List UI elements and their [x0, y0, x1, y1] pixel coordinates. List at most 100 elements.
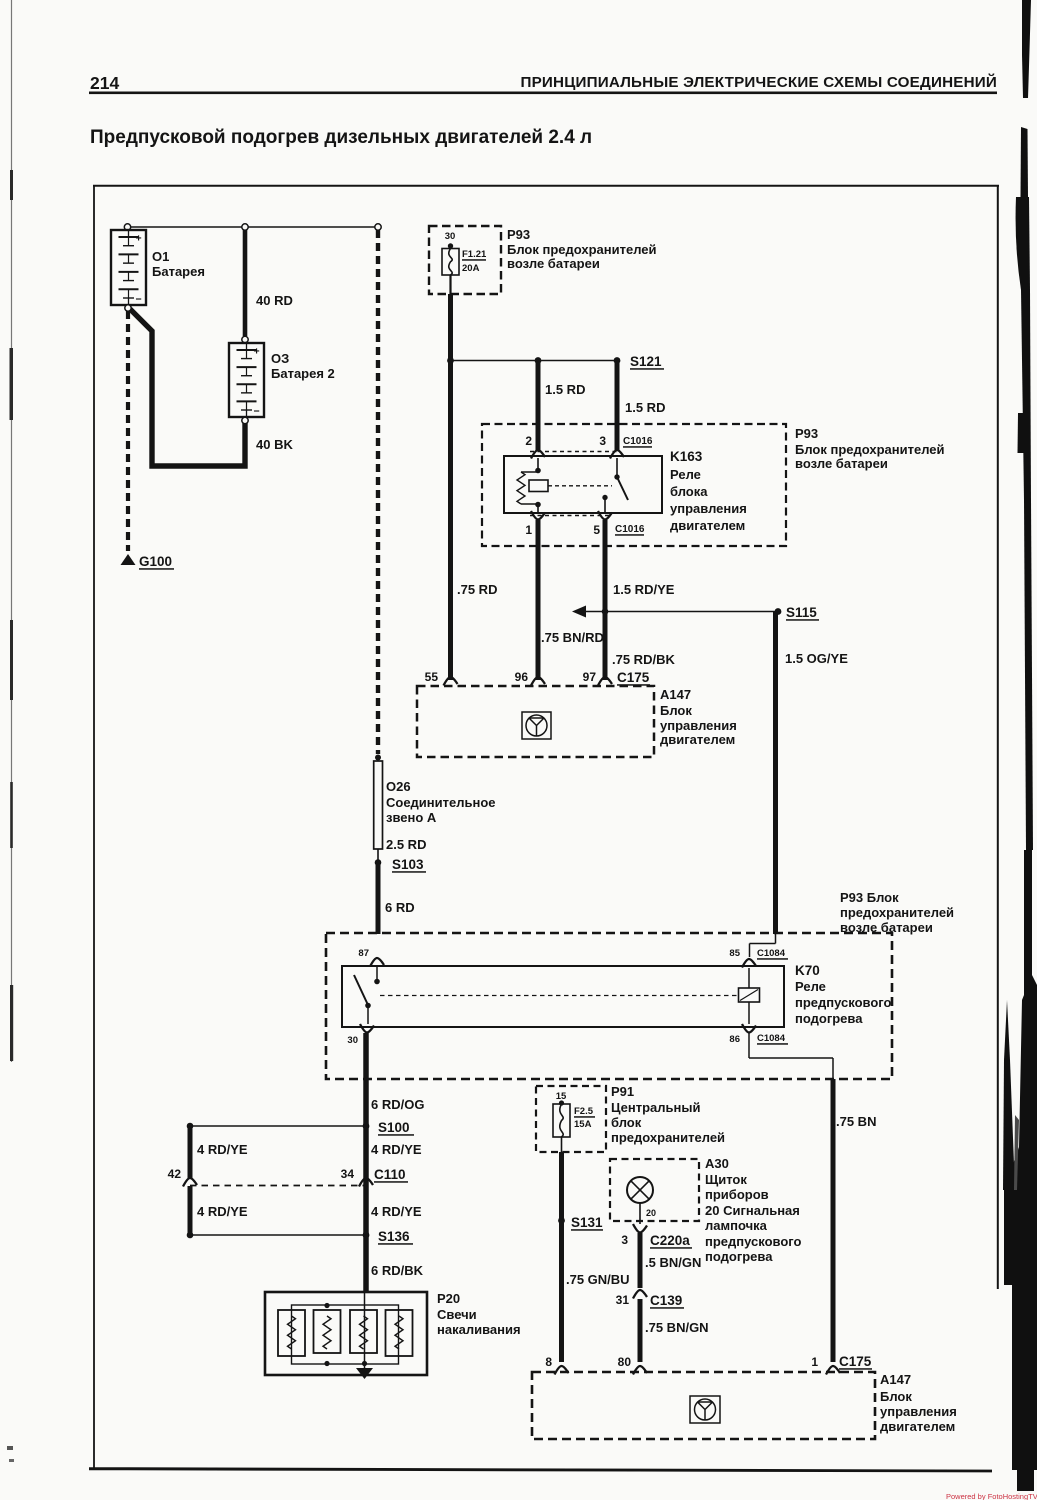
- svg-text:возле батареи: возле батареи: [840, 920, 933, 935]
- svg-text:4 RD/YE: 4 RD/YE: [371, 1142, 422, 1157]
- svg-text:30: 30: [445, 231, 456, 242]
- svg-text:ОЗ: ОЗ: [271, 351, 289, 366]
- svg-text:G100: G100: [139, 554, 172, 569]
- svg-text:Центральный: Центральный: [611, 1100, 700, 1115]
- svg-text:C110: C110: [374, 1167, 406, 1182]
- svg-text:C1084: C1084: [757, 1033, 786, 1044]
- svg-text:.75 GN/BU: .75 GN/BU: [566, 1272, 630, 1287]
- svg-text:85: 85: [729, 948, 740, 959]
- svg-text:подогрева: подогрева: [705, 1249, 773, 1264]
- svg-text:O1: O1: [152, 249, 169, 264]
- svg-text:S121: S121: [630, 354, 662, 369]
- svg-text:−: −: [254, 406, 260, 418]
- svg-text:C220a: C220a: [650, 1233, 690, 1248]
- svg-text:34: 34: [341, 1167, 355, 1181]
- svg-text:31: 31: [616, 1293, 630, 1307]
- svg-text:15: 15: [556, 1091, 567, 1102]
- svg-text:C175: C175: [839, 1354, 872, 1369]
- svg-text:O26: O26: [386, 779, 411, 794]
- svg-text:+: +: [136, 233, 142, 245]
- svg-text:P93: P93: [795, 426, 818, 441]
- svg-text:возле батареи: возле батареи: [507, 256, 600, 271]
- svg-text:−: −: [136, 294, 142, 306]
- svg-text:Блок: Блок: [880, 1389, 912, 1404]
- svg-text:А30: А30: [705, 1156, 729, 1171]
- svg-text:+: +: [254, 346, 260, 358]
- svg-text:предпускового: предпускового: [705, 1234, 802, 1249]
- svg-text:40 BK: 40 BK: [256, 437, 293, 452]
- svg-text:3: 3: [599, 434, 606, 448]
- svg-text:1.5 OG/YE: 1.5 OG/YE: [785, 651, 848, 666]
- svg-text:5: 5: [593, 523, 600, 537]
- svg-text:подогрева: подогрева: [795, 1011, 863, 1026]
- svg-text:20 Сигнальная: 20 Сигнальная: [705, 1203, 800, 1218]
- svg-text:предохранителей: предохранителей: [840, 905, 954, 920]
- svg-text:Батарея 2: Батарея 2: [271, 366, 335, 381]
- svg-text:A147: A147: [660, 687, 691, 702]
- svg-text:2.5 RD: 2.5 RD: [386, 837, 426, 852]
- svg-text:1: 1: [525, 523, 532, 537]
- svg-text:приборов: приборов: [705, 1187, 769, 1202]
- svg-text:Батарея: Батарея: [152, 264, 205, 279]
- svg-text:.5 BN/GN: .5 BN/GN: [645, 1255, 701, 1270]
- svg-text:214: 214: [90, 73, 119, 93]
- svg-text:6 RD/OG: 6 RD/OG: [371, 1097, 424, 1112]
- svg-text:блок: блок: [611, 1115, 642, 1130]
- svg-text:.75 BN/GN: .75 BN/GN: [645, 1320, 709, 1335]
- svg-text:6 RD: 6 RD: [385, 900, 415, 915]
- svg-text:30: 30: [347, 1035, 358, 1046]
- svg-text:42: 42: [168, 1167, 182, 1181]
- svg-text:1.5 RD/YE: 1.5 RD/YE: [613, 582, 675, 597]
- svg-text:.75 BN/RD: .75 BN/RD: [541, 630, 604, 645]
- svg-text:20A: 20A: [462, 263, 480, 274]
- svg-text:Предпусковой подогрев дизельны: Предпусковой подогрев дизельных двигател…: [90, 127, 592, 148]
- svg-text:K70: K70: [795, 963, 820, 978]
- svg-text:S115: S115: [786, 605, 817, 620]
- svg-text:P20: P20: [437, 1291, 460, 1306]
- svg-text:55: 55: [425, 670, 439, 684]
- svg-text:C1016: C1016: [623, 436, 653, 447]
- svg-text:C139: C139: [650, 1293, 682, 1308]
- svg-text:Реле: Реле: [795, 979, 826, 994]
- svg-text:3: 3: [621, 1233, 628, 1247]
- svg-text:96: 96: [515, 670, 529, 684]
- svg-text:управления: управления: [670, 501, 747, 516]
- svg-text:Блок: Блок: [660, 703, 692, 718]
- svg-text:40 RD: 40 RD: [256, 293, 293, 308]
- svg-text:P93: P93: [507, 227, 530, 242]
- svg-text:возле батареи: возле батареи: [795, 456, 888, 471]
- svg-text:P91: P91: [611, 1084, 634, 1099]
- svg-text:двигателем: двигателем: [670, 518, 745, 533]
- svg-text:87: 87: [358, 948, 369, 959]
- svg-text:1: 1: [811, 1355, 818, 1369]
- svg-text:1.5 RD: 1.5 RD: [545, 382, 585, 397]
- svg-text:1.5 RD: 1.5 RD: [625, 400, 665, 415]
- svg-text:.75 RD/BK: .75 RD/BK: [612, 652, 675, 667]
- svg-text:S131: S131: [571, 1215, 603, 1230]
- svg-text:накаливания: накаливания: [437, 1322, 521, 1337]
- svg-text:20: 20: [646, 1208, 656, 1218]
- svg-text:S100: S100: [378, 1120, 410, 1135]
- svg-text:двигателем: двигателем: [660, 732, 735, 747]
- svg-text:C1084: C1084: [757, 948, 786, 959]
- svg-text:Свечи: Свечи: [437, 1307, 477, 1322]
- svg-text:Щиток: Щиток: [705, 1172, 747, 1187]
- svg-text:8: 8: [545, 1355, 552, 1369]
- svg-text:лампочка: лампочка: [705, 1218, 768, 1233]
- svg-text:K163: K163: [670, 449, 703, 464]
- svg-text:P93 Блок: P93 Блок: [840, 890, 899, 905]
- svg-text:звено А: звено А: [386, 810, 437, 825]
- svg-text:предпускового: предпускового: [795, 995, 892, 1010]
- svg-text:Соединительное: Соединительное: [386, 795, 496, 810]
- svg-text:F2.5: F2.5: [574, 1106, 594, 1117]
- svg-text:управления: управления: [660, 718, 737, 733]
- svg-text:A147: A147: [880, 1372, 911, 1387]
- svg-text:86: 86: [729, 1034, 740, 1045]
- svg-text:C1016: C1016: [615, 524, 645, 535]
- svg-text:.75 BN: .75 BN: [836, 1114, 876, 1129]
- svg-text:4 RD/YE: 4 RD/YE: [371, 1204, 422, 1219]
- svg-text:C175: C175: [617, 670, 650, 685]
- svg-text:F1.21: F1.21: [462, 249, 487, 260]
- svg-text:Реле: Реле: [670, 467, 701, 482]
- svg-text:ПРИНЦИПИАЛЬНЫЕ ЭЛЕКТРИЧЕСКИЕ С: ПРИНЦИПИАЛЬНЫЕ ЭЛЕКТРИЧЕСКИЕ СХЕМЫ СОЕДИ…: [520, 73, 997, 91]
